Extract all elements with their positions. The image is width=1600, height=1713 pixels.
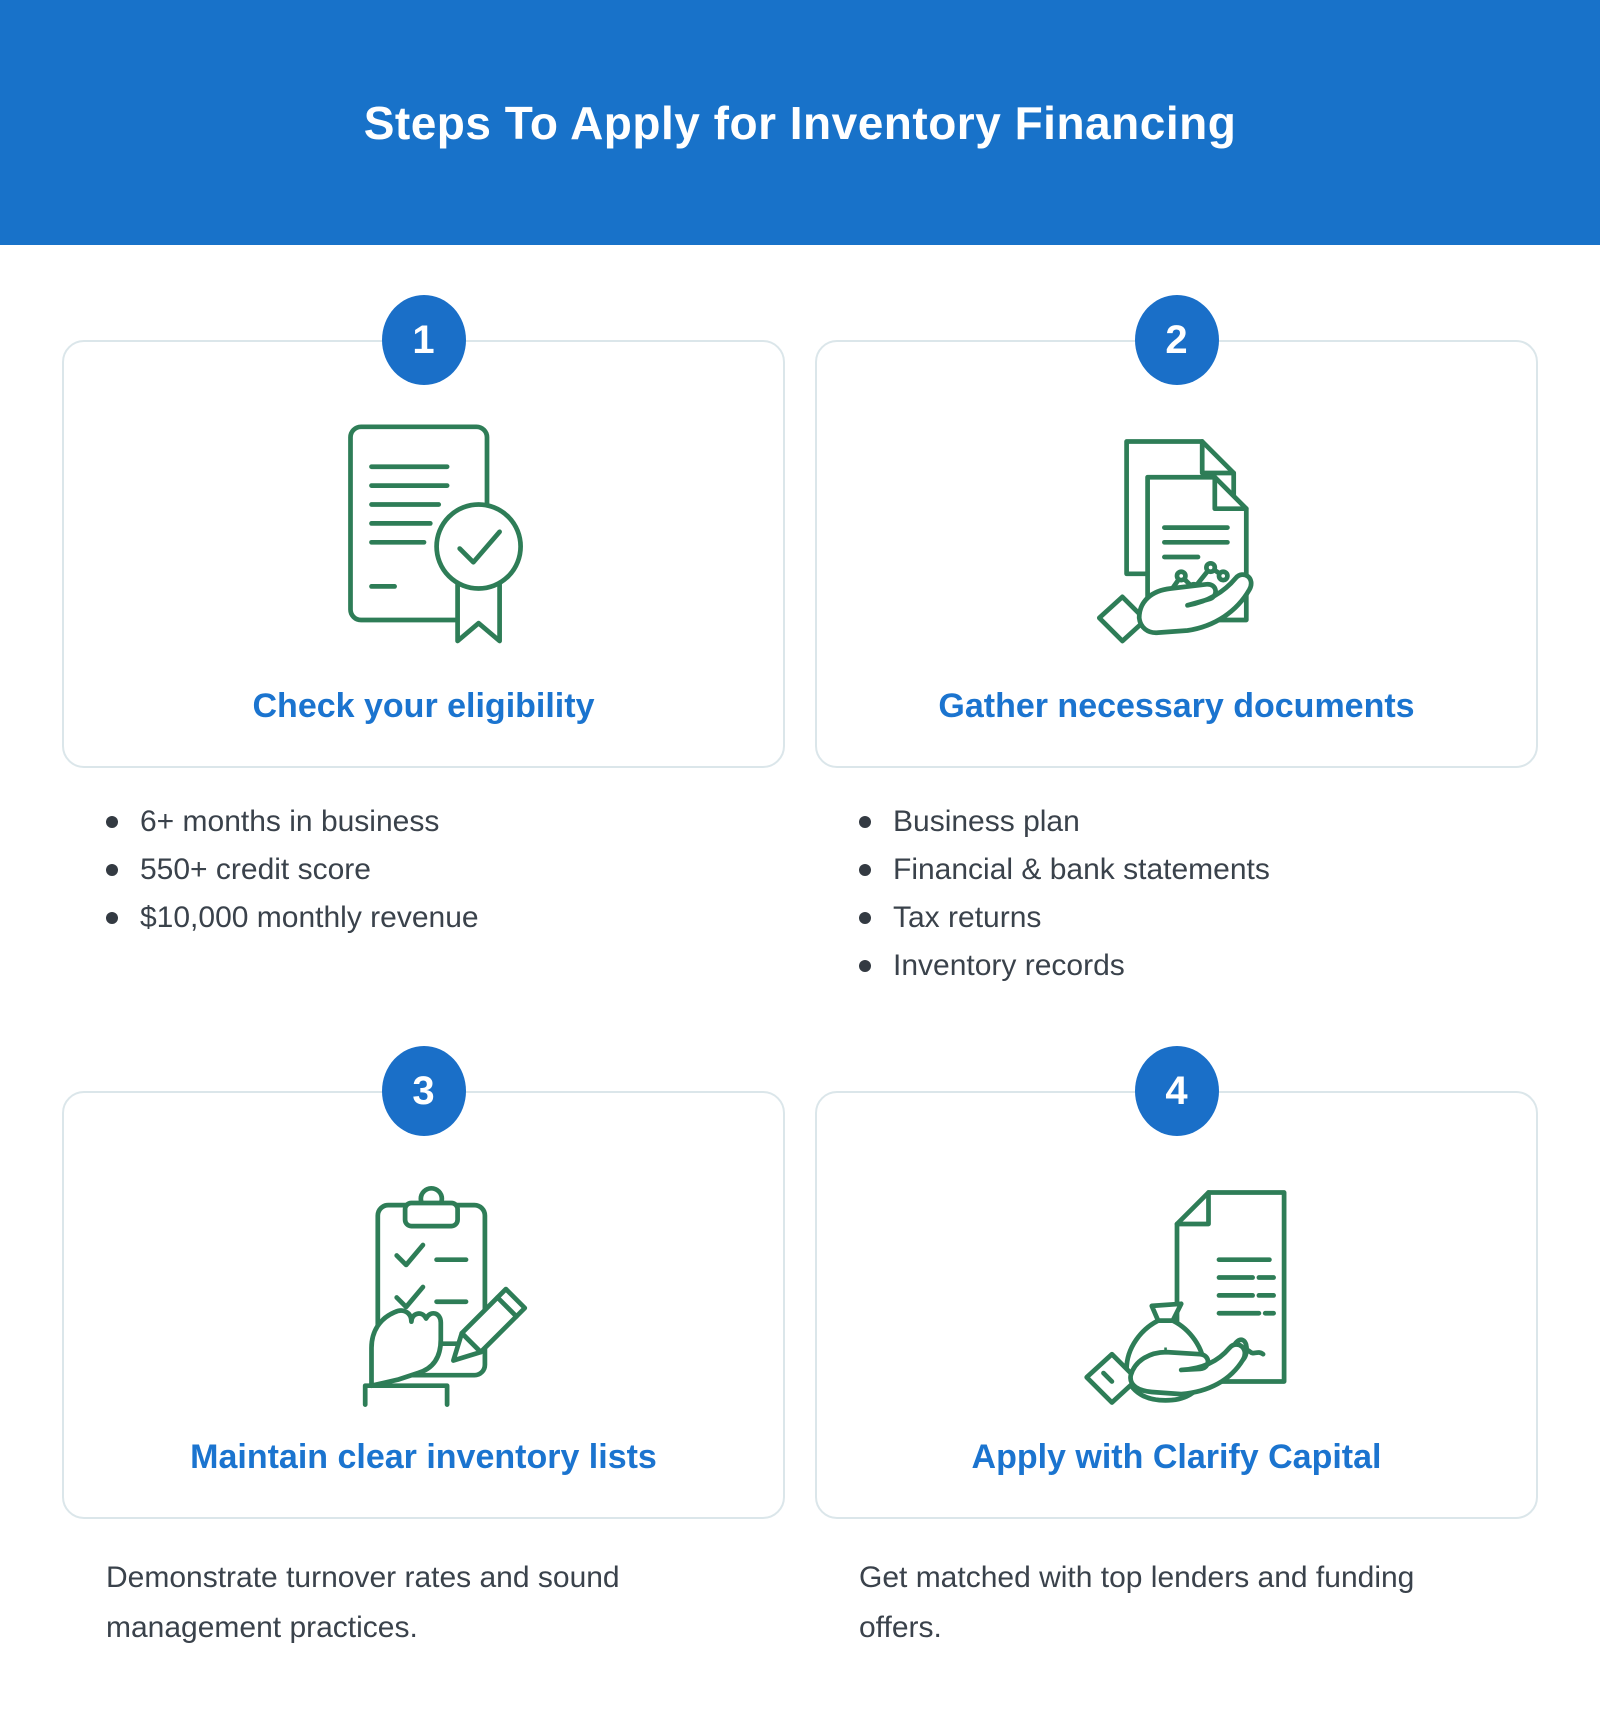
step-2: 2 bbox=[815, 295, 1538, 990]
step-1-number-badge: 1 bbox=[381, 295, 466, 385]
step-3-description: Demonstrate turnover rates and sound man… bbox=[106, 1561, 620, 1644]
list-item: 6+ months in business bbox=[106, 798, 785, 846]
step-1-icon-wrap bbox=[298, 342, 550, 687]
certificate-check-icon bbox=[347, 423, 523, 643]
step-4-icon-wrap: $ bbox=[1051, 1093, 1303, 1438]
step-1-card: Check your eligibility bbox=[62, 340, 785, 768]
clipboard-checklist-icon bbox=[362, 1185, 527, 1407]
step-1-bullet-list: 6+ months in business 550+ credit score … bbox=[62, 798, 785, 942]
list-item: 550+ credit score bbox=[106, 846, 785, 894]
step-2-title: Gather necessary documents bbox=[938, 687, 1415, 725]
list-item: $10,000 monthly revenue bbox=[106, 894, 785, 942]
step-3-card: Maintain clear inventory lists bbox=[62, 1091, 785, 1519]
steps-grid: 1 Check your eligibility 6+ mon bbox=[0, 245, 1600, 1713]
documents-hand-icon bbox=[1096, 438, 1253, 643]
step-2-icon-wrap bbox=[1051, 342, 1303, 687]
page-title: Steps To Apply for Inventory Financing bbox=[363, 96, 1237, 149]
step-4-card: $ Apply with Clarify Capital bbox=[815, 1091, 1538, 1519]
step-3-number-badge: 3 bbox=[381, 1046, 466, 1136]
step-2-number-badge: 2 bbox=[1134, 295, 1219, 385]
step-1-title: Check your eligibility bbox=[252, 687, 595, 725]
step-4-title: Apply with Clarify Capital bbox=[971, 1438, 1382, 1476]
step-1: 1 Check your eligibility 6+ mon bbox=[62, 295, 785, 990]
step-3: 3 M bbox=[62, 1046, 785, 1653]
step-4-number-badge: 4 bbox=[1134, 1046, 1219, 1136]
step-3-title: Maintain clear inventory lists bbox=[190, 1438, 657, 1476]
step-4-description: Get matched with top lenders and funding… bbox=[859, 1561, 1415, 1644]
money-document-icon: $ bbox=[1083, 1189, 1286, 1405]
step-2-card: Gather necessary documents bbox=[815, 340, 1538, 768]
list-item: Business plan bbox=[859, 798, 1538, 846]
list-item: Inventory records bbox=[859, 942, 1538, 990]
header-banner: Steps To Apply for Inventory Financing bbox=[0, 0, 1600, 245]
step-2-bullet-list: Business plan Financial & bank statement… bbox=[815, 798, 1538, 990]
step-3-icon-wrap bbox=[298, 1093, 550, 1438]
list-item: Tax returns bbox=[859, 894, 1538, 942]
step-4: 4 $ bbox=[815, 1046, 1538, 1653]
list-item: Financial & bank statements bbox=[859, 846, 1538, 894]
